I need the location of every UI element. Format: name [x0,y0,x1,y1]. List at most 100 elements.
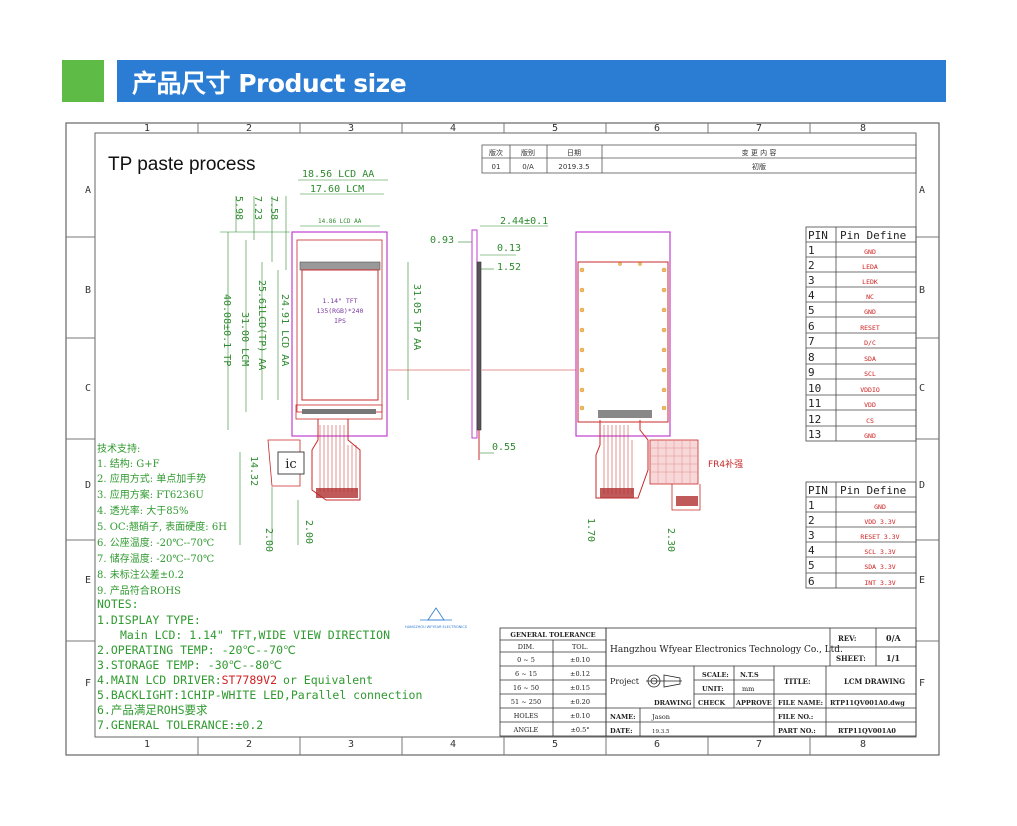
revision-table [481,144,917,174]
revision-cell: 01 [492,163,501,171]
pin-number: 3 [808,274,815,287]
dim-label: 2.00 [303,520,314,544]
project-label: Project [610,677,640,686]
col-label: 3 [348,123,354,134]
col-label: 5 [552,739,558,750]
row-label: A [919,185,925,196]
pin-number: 6 [808,320,815,333]
company-name: Hangzhou Wfyear Electronics Technology C… [610,645,843,655]
pin-header: PIN [808,484,828,497]
tech-line: 2. 应用方式: 单点加手势 [97,472,206,485]
dimension-labels: 18.56 LCD AA 17.60 LCM 14.86 LCD AA 5.98… [221,169,676,552]
pin-number: 2 [808,514,815,527]
col-label: 7 [756,123,762,134]
dim-label: 7.23 [252,196,263,220]
pin-number: 10 [808,382,821,395]
fr4-label: FR4补强 [708,458,743,470]
lcd-active-area [301,269,379,401]
note-line: 7.GENERAL TOLERANCE:±0.2 [97,718,263,732]
title-block-text: Hangzhou Wfyear Electronics Technology C… [610,633,905,735]
pin-define: RESET 3.3V [860,533,899,541]
sheet-label: SHEET: [836,654,866,663]
header-blue-bar [117,60,946,102]
pin-define: LEDK [862,278,878,286]
pin-define: RESET [860,324,880,332]
section-header: 产品尺寸 Product size [62,60,946,102]
pin-define: GND [864,248,876,256]
col-label: 8 [860,123,866,134]
pin-define: VDDIO [860,386,880,394]
revision-cell: 0/A [522,163,534,171]
tech-line: 1. 结构: G+F [97,457,160,470]
file-no-label: FILE NO.: [778,713,813,721]
tolerance-cell: ANGLE [513,726,539,734]
grid-ticks [66,123,939,755]
scale-label: SCALE: [702,671,729,679]
col-label: 1 [144,123,150,134]
tech-line: 5. OC:翘硝子, 表面硬度: 6H [97,520,227,533]
tech-line: 4. 透光率: 大于85% [97,504,189,517]
pin-number: 3 [808,529,815,542]
revision-header: 版次 [489,148,503,157]
tolerance-cell: 0 ~ 5 [517,656,535,664]
front-view: ic 1.14" TFT 135(RGB)*240 IPS [267,231,388,501]
col-label: 7 [756,739,762,750]
unit-value: mm [742,685,754,693]
dim-label: 7.58 [268,196,279,220]
pin-define: VDD [864,401,876,409]
col-label: 5 [552,123,558,134]
grid-row-labels: A B C D E F A B C D E F [85,185,925,689]
dim-label: 40.08±0.1 TP [221,294,232,366]
col-label: 6 [654,739,660,750]
side-view [471,229,482,460]
col-label: 4 [450,739,456,750]
pin-define: GND [874,503,886,511]
pin-define: D/C [864,339,876,347]
pin-define: INT 3.3V [864,579,895,587]
title-value: LCM DRAWING [844,677,905,686]
revision-text: 版次 版别 日期 变 更 内 容 01 0/A 2019.3.5 初版 [489,148,776,171]
dim-label: 0.93 [430,235,454,246]
dim-label: 14.32 [248,456,259,486]
pin-number: 2 [808,259,815,272]
back-view: FR4补强 [575,231,743,511]
pin-number: 9 [808,366,815,379]
file-name-label: FILE NAME: [778,699,823,707]
tolerance-cell: ±0.12 [570,670,590,678]
pin-header: Pin Define [840,229,906,242]
pin-define: SDA [864,355,876,363]
pin-define: GND [864,432,876,440]
dim-label: 31.05 TP AA [411,284,422,350]
pin-number: 11 [808,397,821,410]
tolerance-header: TOL. [572,643,588,651]
col-label: 3 [348,739,354,750]
grid-col-labels: 1 2 3 4 5 6 7 8 1 2 3 4 5 6 7 8 [144,123,866,750]
row-label: A [85,185,91,196]
col-label: 1 [144,739,150,750]
pin-define: VDD 3.3V [864,518,895,526]
pin-define: LEDA [862,263,878,271]
pin-define: CS [866,417,874,425]
tolerance-title: GENERAL TOLERANCE [510,631,595,639]
tech-line: 8. 未标注公差±0.2 [97,568,184,581]
tolerance-cell: 16 ~ 50 [513,684,539,692]
drawing-label: DRAWING [654,699,692,707]
header-green-block [62,60,104,102]
note-driver-prefix: 4.MAIN LCD DRIVER: [97,673,222,687]
company-logo: HANGZHOU WFYEAR ELECTRONICS [405,607,468,629]
file-name-value: RTP11QV001A0.dwg [830,699,905,707]
tolerance-cell: 6 ~ 15 [515,670,537,678]
pin-table-2-text: PIN Pin Define 1 GND 2 VDD 3.3V 3 RESET … [808,484,906,588]
date-label: DATE: [610,727,633,735]
rev-label: REV: [838,634,856,643]
tech-line: 3. 应用方案: FT6236U [97,488,204,501]
dim-label: 1.70 [585,518,596,542]
note-line: 3.STORAGE TEMP: -30℃--80℃ [97,658,282,672]
pin-number: 12 [808,413,821,426]
pin-number: 1 [808,244,815,257]
dim-label: 2.00 [263,528,274,552]
ic-label: ic [285,457,296,472]
note-driver-chip: ST7789V2 [222,673,277,687]
